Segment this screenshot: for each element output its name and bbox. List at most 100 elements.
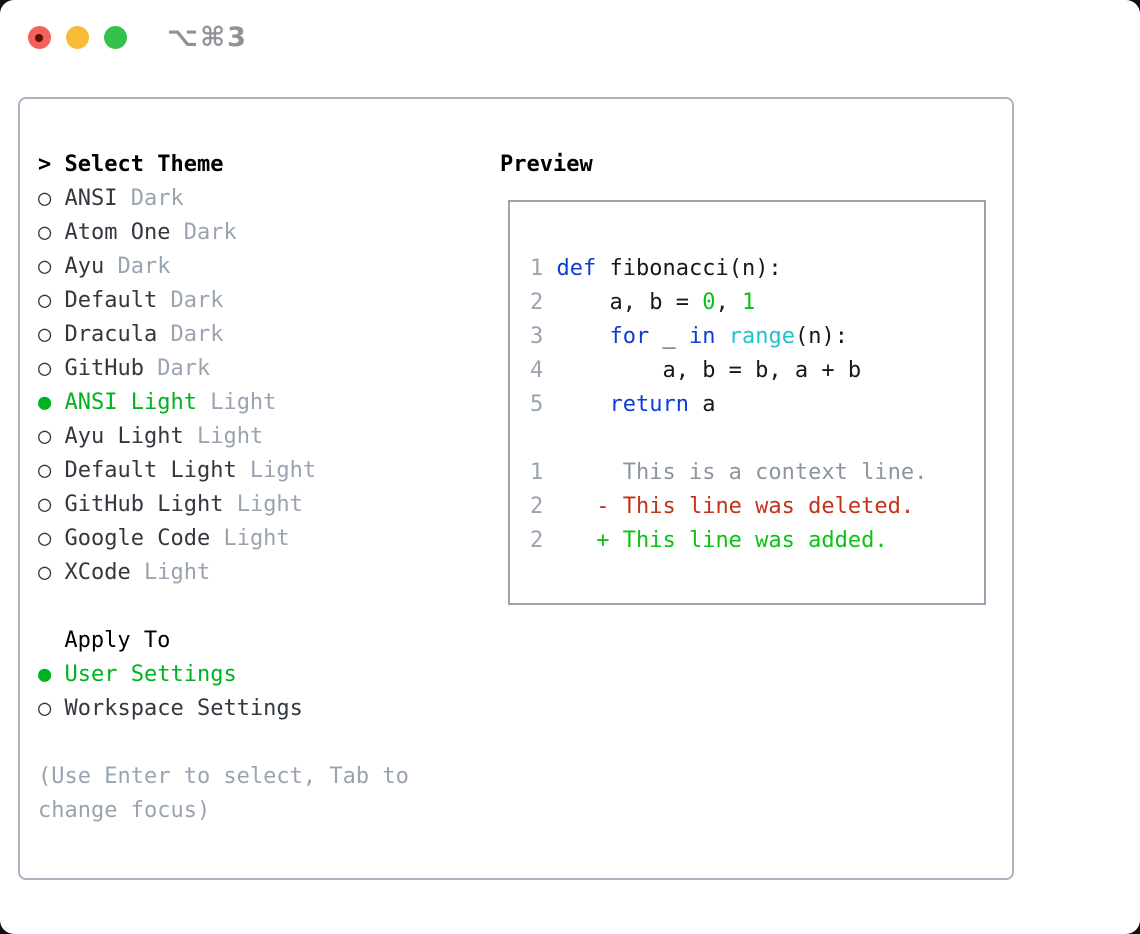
code-segment-kw: for [609, 324, 650, 349]
theme-name: Default [64, 288, 158, 313]
select-theme-heading-label: Select Theme [64, 152, 224, 177]
preview-line: 3 for _ in range(n): [530, 320, 927, 354]
theme-variant: Dark [170, 220, 237, 245]
apply-option-user-settings[interactable]: ● User Settings [38, 658, 478, 692]
code-segment-fg: fibonacci(n): [596, 256, 782, 281]
code-segment-fg: a [688, 392, 716, 417]
code-segment-kw: return [609, 392, 689, 417]
theme-option-default[interactable]: ○ Default Dark [38, 284, 478, 318]
close-button[interactable] [28, 26, 51, 49]
line-number: 1 [530, 460, 557, 485]
radio-unselected-icon: ○ [38, 322, 65, 347]
theme-name: Ayu [64, 254, 105, 279]
code-segment-del: - This line was deleted. [556, 494, 915, 519]
apply-option-workspace-settings[interactable]: ○ Workspace Settings [38, 692, 478, 726]
line-number: 4 [530, 358, 557, 383]
radio-unselected-icon: ○ [38, 560, 65, 585]
code-segment-fg: (n): [794, 324, 848, 349]
line-number: 3 [530, 324, 557, 349]
radio-unselected-icon: ○ [38, 288, 65, 313]
code-segment-fg [557, 324, 610, 349]
theme-name: XCode [64, 560, 131, 585]
theme-variant: Light [183, 424, 264, 449]
theme-list: ○ ANSI Dark○ Atom One Dark○ Ayu Dark○ De… [38, 182, 478, 590]
theme-option-ayu[interactable]: ○ Ayu Dark [38, 250, 478, 284]
theme-option-dracula[interactable]: ○ Dracula Dark [38, 318, 478, 352]
titlebar: ⌥⌘3 [0, 0, 1140, 74]
theme-option-ayu-light[interactable]: ○ Ayu Light Light [38, 420, 478, 454]
line-number: 2 [530, 494, 557, 519]
radio-unselected-icon: ○ [38, 220, 65, 245]
theme-name: Google Code [64, 526, 211, 551]
caret-icon: > [38, 152, 65, 177]
code-segment-fg: a, b = [556, 290, 703, 315]
theme-name: ANSI [64, 186, 118, 211]
code-segment-fg [557, 392, 610, 417]
preview-heading: Preview [500, 152, 593, 177]
theme-variant: Dark [157, 288, 224, 313]
preview-line: 4 a, b = b, a + b [530, 354, 927, 388]
window-title: ⌥⌘3 [167, 22, 248, 53]
unsaved-dot-icon [35, 34, 43, 42]
preview-line [530, 422, 927, 456]
code-segment-fg: , [715, 290, 742, 315]
select-theme-heading: > Select Theme [38, 148, 478, 182]
preview-line: 5 return a [530, 388, 927, 422]
code-segment-fg [715, 324, 728, 349]
apply-option-label: User Settings [64, 662, 237, 687]
theme-option-github-light[interactable]: ○ GitHub Light Light [38, 488, 478, 522]
theme-name: GitHub Light [64, 492, 224, 517]
minimize-button[interactable] [66, 26, 89, 49]
theme-variant: Dark [157, 322, 224, 347]
theme-option-atom-one[interactable]: ○ Atom One Dark [38, 216, 478, 250]
line-number: 2 [530, 528, 557, 553]
zoom-button[interactable] [104, 26, 127, 49]
code-segment-add: + This line was added. [556, 528, 888, 553]
radio-unselected-icon: ○ [38, 492, 65, 517]
code-segment-kw: in [688, 324, 716, 349]
theme-name: Atom One [64, 220, 171, 245]
code-segment-kw: def [556, 256, 597, 281]
line-number: 5 [530, 392, 557, 417]
radio-unselected-icon: ○ [38, 356, 65, 381]
preview-line: 2 - This line was deleted. [530, 490, 927, 524]
radio-unselected-icon: ○ [38, 696, 65, 721]
theme-option-github[interactable]: ○ GitHub Dark [38, 352, 478, 386]
radio-unselected-icon: ○ [38, 526, 65, 551]
apply-to-heading: Apply To [64, 628, 171, 653]
preview-code: 1 def fibonacci(n): 2 a, b = 0, 1 3 for _ … [530, 252, 927, 558]
apply-to-options: ● User Settings○ Workspace Settings [38, 658, 478, 726]
hint-line-2: change focus) [38, 798, 211, 823]
theme-name: GitHub [64, 356, 144, 381]
theme-variant: Light [130, 560, 211, 585]
theme-selector: > Select Theme ○ ANSI Dark○ Atom One Dar… [38, 148, 478, 828]
theme-variant: Dark [117, 186, 184, 211]
theme-variant: Dark [143, 356, 211, 381]
code-segment-lit: 0 [702, 290, 716, 315]
radio-unselected-icon: ○ [38, 424, 65, 449]
spacer [38, 726, 478, 760]
code-segment-ctx: This is a context line. [556, 460, 928, 485]
theme-name: Default Light [64, 458, 237, 483]
radio-selected-icon: ● [38, 662, 65, 687]
theme-option-xcode[interactable]: ○ XCode Light [38, 556, 478, 590]
apply-option-label: Workspace Settings [64, 696, 303, 721]
theme-option-google-code[interactable]: ○ Google Code Light [38, 522, 478, 556]
line-number: 2 [530, 290, 557, 315]
preview-line: 1 This is a context line. [530, 456, 927, 490]
code-segment-fn: range [728, 324, 795, 349]
theme-variant: Light [236, 458, 317, 483]
radio-unselected-icon: ○ [38, 254, 65, 279]
theme-name: Ayu Light [64, 424, 184, 449]
theme-option-ansi-light[interactable]: ● ANSI Light Light [38, 386, 478, 420]
line-number: 1 [530, 256, 557, 281]
spacer [38, 590, 478, 624]
theme-option-ansi[interactable]: ○ ANSI Dark [38, 182, 478, 216]
preview-box: 1 def fibonacci(n): 2 a, b = 0, 1 3 for _ … [508, 200, 986, 605]
theme-name: Dracula [64, 322, 158, 347]
code-segment-fg: a, b = b, a + b [556, 358, 862, 383]
radio-selected-icon: ● [38, 390, 65, 415]
preview-line: 1 def fibonacci(n): [530, 252, 927, 286]
theme-option-default-light[interactable]: ○ Default Light Light [38, 454, 478, 488]
